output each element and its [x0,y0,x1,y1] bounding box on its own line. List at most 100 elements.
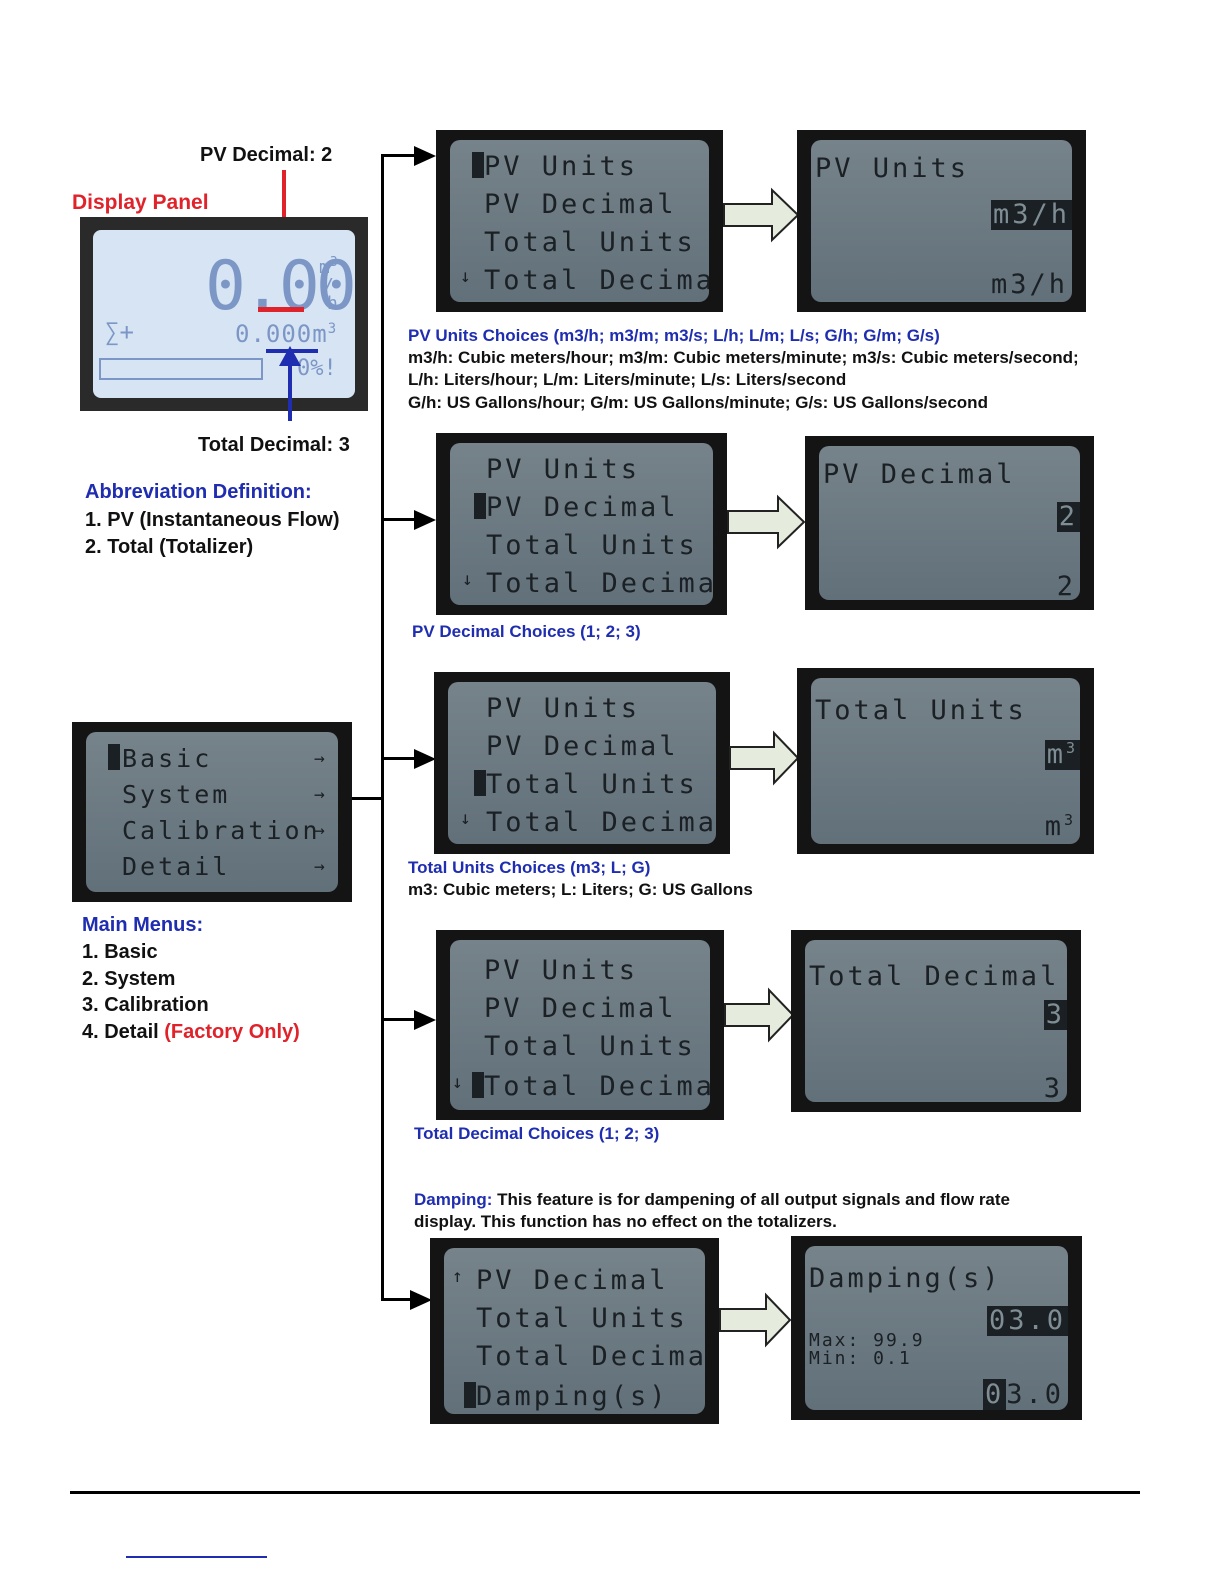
min-value: Min: 0.1 [809,1348,912,1369]
menu-item: PV Decimal [484,993,677,1024]
selected-value: 03.0 [986,1305,1068,1336]
total-decimal-callout: Total Decimal: 3 [198,434,350,456]
connector [381,1298,411,1301]
fat-arrow-right-icon [724,987,795,1043]
screen-title: Total Units [815,695,1027,726]
current-value: 03.0 [982,1379,1064,1410]
arrow-right-icon [414,146,436,166]
menu-cursor [472,152,484,178]
total-decimal-screen: Total Decimal 3 3 [791,930,1081,1112]
screen-title: PV Units [815,153,970,184]
current-value: m3 [1044,811,1076,842]
pv-units-note-line: G/h: US Gallons/hour; G/m: US Gallons/mi… [408,393,988,412]
main-menus-item: 1. Basic [82,941,158,963]
fat-arrow-right-icon [723,187,800,243]
max-value: Max: 99.9 [809,1330,925,1351]
menu-item: PV Units [484,151,639,182]
connector [381,154,415,157]
menu-item: PV Decimal [486,492,679,523]
total-units-choices-heading: Total Units Choices (m3; L; G) [408,858,651,877]
totalizer-symbol: ∑+ [105,318,134,346]
selected-value: 3 [1043,999,1067,1030]
total-units-note-line: m3: Cubic meters; L: Liters; G: US Gallo… [408,880,753,899]
damping-note-line: display. This function has no effect on … [414,1212,837,1231]
chevron-right-icon: → [314,748,325,769]
total-decimal-pointer-head [279,346,301,366]
menu-item-system: System [122,780,231,809]
menu-item-detail: Detail [122,852,231,881]
pv-unit: m3/h [319,255,338,314]
chevron-right-icon: → [314,784,325,805]
menu-cursor [464,1382,476,1408]
current-value: 2 [1056,571,1076,601]
main-menus-heading: Main Menus: [82,914,204,936]
scroll-up-icon: ↑ [452,1266,463,1287]
main-menus-item: 3. Calibration [82,994,209,1016]
screen-title: Total Decimal [809,961,1060,992]
connector [381,518,415,521]
pv-decimal-callout: PV Decimal: 2 [200,144,333,166]
basic-menu-screen-total-units: PV Units PV Decimal Total Units ↓ Total … [434,672,730,854]
menu-item: Total Units [486,530,698,561]
fat-arrow-right-icon [719,1292,792,1348]
screen-title: PV Decimal [823,459,1016,490]
menu-item: Damping(s) [476,1381,669,1412]
menu-item: PV Units [484,955,639,986]
arrow-right-icon [414,1010,436,1030]
menu-item: Total Units [484,227,696,258]
footer-link-underline [126,1556,267,1558]
main-menu-screen: Basic System Calibration Detail → → → → [72,722,352,902]
display-panel-title: Display Panel [72,191,209,214]
total-decimal-pointer-line [288,353,292,421]
scroll-down-icon: ↓ [462,569,473,590]
arrow-right-icon [414,749,436,769]
arrow-right-icon [414,510,436,530]
scroll-down-icon: ↓ [452,1072,463,1093]
scroll-down-icon: ↓ [460,808,471,829]
menu-item: Total Decimal [484,1071,710,1102]
menu-item: Total Decimal [486,807,716,838]
menu-cursor [474,493,486,519]
menu-cursor [472,1072,484,1098]
display-panel: 0.00 m3/h ∑+ 0.000m3 0%! [80,217,368,411]
basic-menu-screen-pv-units: PV Units PV Decimal Total Units ↓ Total … [436,130,723,312]
menu-item: Total Units [476,1303,688,1334]
chevron-right-icon: → [314,856,325,877]
menu-item: PV Decimal [476,1265,669,1296]
pv-decimal-screen: PV Decimal 2 2 [805,436,1094,610]
menu-item: Total Units [486,769,698,800]
basic-menu-screen-damping: ↑ PV Decimal Total Units Total Decimal D… [430,1238,719,1424]
arrow-right-icon [410,1290,432,1310]
pv-units-choices-heading: PV Units Choices (m3/h; m3/m; m3/s; L/h;… [408,326,940,345]
menu-item: PV Decimal [486,731,679,762]
menu-cursor [108,744,120,770]
connector-trunk [381,154,384,1301]
menu-cursor [474,770,486,796]
basic-menu-screen-total-decimal: PV Units PV Decimal Total Units ↓ Total … [436,930,724,1120]
connector [381,1018,415,1021]
pv-units-note-line: m3/h: Cubic meters/hour; m3/m: Cubic met… [408,348,1079,367]
abbreviation-heading: Abbreviation Definition: [85,481,312,503]
factory-only-note: (Factory Only) [164,1021,300,1043]
total-units-screen: Total Units m3 m3 [797,668,1094,854]
footer-divider [70,1491,1140,1494]
selected-value: m3/h [990,199,1072,230]
screen-title: Damping(s) [809,1263,1002,1294]
pv-decimal-underline [258,307,304,312]
progress-bar [99,358,263,380]
menu-item: Total Decimal [484,265,709,296]
abbreviation-item: 2. Total (Totalizer) [85,536,254,558]
connector [352,797,384,800]
selected-value: m3 [1044,739,1080,770]
menu-item: Total Decimal [486,568,713,599]
damping-screen: Damping(s) 03.0 Max: 99.9 Min: 0.1 03.0 [791,1236,1082,1420]
total-value: 0.000m3 [235,320,338,348]
selected-value: 2 [1056,501,1080,532]
menu-item-calibration: Calibration [122,816,321,845]
chevron-right-icon: → [314,820,325,841]
menu-item: PV Units [486,454,641,485]
abbreviation-item: 1. PV (Instantaneous Flow) [85,509,340,531]
current-value: 3 [1043,1073,1063,1103]
fat-arrow-right-icon [729,730,800,786]
total-decimal-choices-heading: Total Decimal Choices (1; 2; 3) [414,1124,660,1143]
